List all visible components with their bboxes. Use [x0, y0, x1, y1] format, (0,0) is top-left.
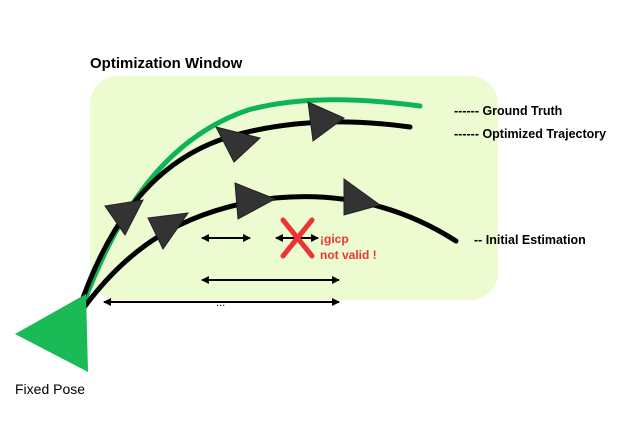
legend-optimized-trajectory: ------ Optimized Trajectory [454, 127, 607, 141]
window-title: Optimization Window [90, 55, 243, 72]
fixed-pose-triangle-icon [15, 294, 88, 372]
legend-initial-estimation: -- Initial Estimation [474, 233, 586, 247]
gicp-invalid-note: ¡gicp not valid ! [320, 232, 377, 262]
x-cross-icon [280, 217, 315, 259]
optimized-pose-marker-3 [307, 101, 345, 142]
initial-pose-marker-1 [147, 212, 190, 250]
fixed-pose-label: Fixed Pose [15, 381, 86, 397]
optimized-pose-marker-1 [104, 199, 144, 236]
initial-pose-marker-2 [234, 182, 277, 220]
ellipsis-label: ... [216, 297, 226, 309]
legend-ground-truth: ------ Ground Truth [454, 104, 563, 118]
initial-estimation-curve [77, 194, 459, 316]
optimized-pose-marker-2 [215, 126, 262, 163]
initial-pose-marker-3 [343, 178, 382, 216]
optimization-window [90, 76, 498, 300]
